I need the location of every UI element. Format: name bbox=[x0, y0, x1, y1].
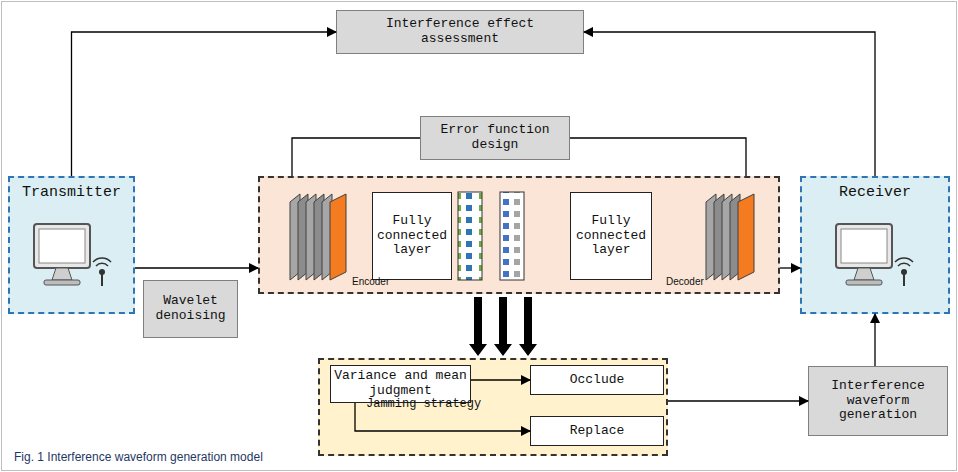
node-label: Variance and mean judgment bbox=[334, 369, 467, 399]
device-panel: Transmitter bbox=[8, 176, 135, 314]
process-box: Wavelet denoising bbox=[143, 280, 238, 338]
connector bbox=[471, 380, 530, 381]
decision-box: Variance and mean judgment bbox=[330, 365, 471, 403]
node-label: Fully connected layer bbox=[376, 214, 448, 259]
computer-icon bbox=[830, 220, 920, 300]
connector bbox=[584, 32, 875, 176]
region-label: Decoder bbox=[666, 276, 704, 288]
connector bbox=[875, 314, 876, 366]
connector bbox=[355, 403, 530, 431]
connector bbox=[72, 32, 337, 176]
node-label: Occlude bbox=[570, 373, 625, 388]
action-box: Occlude bbox=[530, 365, 664, 395]
node-label: Wavelet denoising bbox=[148, 294, 233, 324]
connector bbox=[469, 297, 537, 356]
node-label: Receiver bbox=[839, 184, 911, 201]
process-box: Error function design bbox=[420, 116, 570, 160]
node-label: Fully connected layer bbox=[574, 214, 648, 259]
connector bbox=[292, 138, 420, 176]
process-box: Interference waveform generation bbox=[808, 366, 948, 436]
layer-box: Fully connected layer bbox=[372, 192, 452, 280]
region-label: Jamming strategy bbox=[366, 398, 481, 412]
connector bbox=[668, 401, 808, 402]
connector bbox=[570, 138, 746, 176]
device-panel: Receiver bbox=[800, 176, 950, 314]
connector bbox=[780, 268, 800, 269]
node-label: Interference waveform generation bbox=[817, 379, 939, 424]
region-label: Encoder bbox=[352, 276, 389, 288]
node-label: Transmitter bbox=[22, 184, 121, 201]
node-label: Interference effect assessment bbox=[377, 17, 543, 47]
node-label: Error function design bbox=[431, 123, 559, 153]
autoencoder-region: Encoder Decoder Fully connected layer Fully… bbox=[258, 176, 780, 294]
process-box: Interference effect assessment bbox=[336, 10, 584, 54]
computer-icon bbox=[28, 220, 118, 300]
layer-box: Fully connected layer bbox=[570, 192, 652, 280]
connector bbox=[135, 268, 258, 269]
strategy-region: Jamming strategyVariance and mean judgme… bbox=[318, 358, 668, 456]
node-label: Replace bbox=[570, 424, 625, 439]
action-box: Replace bbox=[530, 416, 664, 446]
figure-caption: Fig. 1 Interference waveform generation … bbox=[14, 450, 263, 464]
